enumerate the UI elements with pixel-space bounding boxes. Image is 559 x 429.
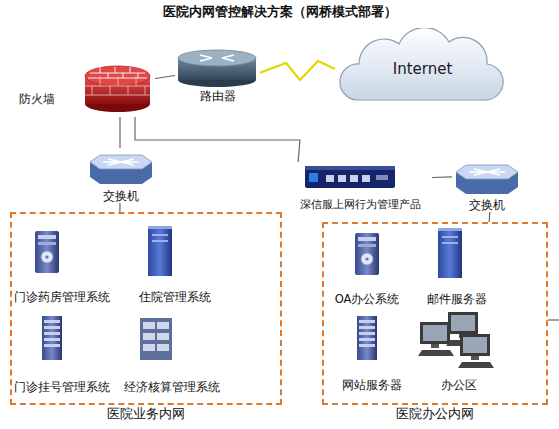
- server-node: OA办公系统: [327, 230, 407, 306]
- firewall-icon-part: [85, 66, 150, 86]
- behavior-management-device-part: [350, 175, 358, 182]
- node-label: 门诊药房管理系统: [10, 290, 114, 304]
- node-label: 办公区: [414, 378, 504, 392]
- diagram-title: 医院内网管控解决方案（网桥模式部署）: [0, 4, 559, 20]
- behavior-management-device-part: [376, 175, 388, 180]
- behavior-management-device-part: [338, 175, 346, 182]
- switch-icon-part: [456, 165, 518, 194]
- node-label: 邮件服务器: [422, 292, 492, 306]
- behavior-management-device: [305, 166, 395, 188]
- node-label: 交换机: [452, 198, 522, 212]
- firewall-icon-part: [85, 76, 150, 95]
- router-icon-part: [200, 55, 234, 61]
- node-label: 门诊挂号管理系统: [10, 380, 114, 394]
- server-node: 住院管理系统: [130, 224, 220, 304]
- server-node: 网站服务器: [337, 314, 407, 392]
- server-icon-part: [355, 233, 379, 275]
- switch-node: 交换机: [452, 158, 522, 212]
- outgoing-wire-part: [548, 319, 559, 320]
- network-link: [135, 117, 300, 162]
- behavior-management-device-part: [326, 175, 334, 182]
- router-icon: [178, 50, 256, 87]
- gateway-node: 深信服上网行为管理产品: [288, 162, 432, 212]
- rack-icon: [140, 318, 172, 360]
- behavior-management-device-part: [362, 175, 370, 182]
- behavior-management-device-part: [305, 166, 395, 188]
- network-link: [489, 212, 491, 222]
- network-link: [155, 76, 175, 79]
- switch-node: 交换机: [88, 148, 154, 203]
- rack-icon-part: [157, 344, 169, 351]
- router-icon-part: [178, 50, 256, 66]
- outgoing-wire: [548, 320, 559, 321]
- node-label: 交换机: [88, 189, 154, 203]
- node-label: 路由器: [175, 89, 260, 103]
- firewall-icon: [85, 66, 150, 112]
- firewall-node: 防火墙: [15, 62, 155, 117]
- server-icon-part: [357, 316, 377, 360]
- node-label: 深信服上网行为管理产品: [288, 198, 432, 212]
- rack-icon-part: [143, 333, 155, 340]
- node-label: 网站服务器: [337, 378, 407, 392]
- rack-icon-part: [140, 318, 172, 360]
- switch-icon-part: [90, 155, 152, 184]
- server-icon-part: [42, 316, 62, 360]
- switch-icon: [90, 155, 518, 194]
- rack-icon-part: [143, 344, 155, 351]
- node-label: 经济核算管理系统: [122, 380, 222, 394]
- router-node: 路由器: [175, 48, 260, 103]
- node-label: Internet: [335, 60, 510, 78]
- behavior-management-device-part: [309, 173, 318, 182]
- node-label: 住院管理系统: [130, 290, 220, 304]
- wireless-link: [260, 61, 335, 80]
- server-node: 邮件服务器: [422, 230, 492, 306]
- server-icon-part: [148, 226, 172, 276]
- server-icon-part: [35, 231, 59, 273]
- node-label: 医院业务内网: [12, 407, 280, 421]
- behavior-management-device-part: [305, 166, 395, 170]
- node-label: 防火墙: [19, 92, 55, 106]
- rack-icon-part: [157, 322, 169, 329]
- office-node: 办公区: [414, 307, 504, 392]
- server-node: 门诊挂号管理系统: [10, 314, 114, 394]
- network-link: [432, 176, 452, 178]
- office-pc-icon-part: [458, 334, 494, 368]
- server-icon-part: [438, 228, 462, 278]
- server-node: 门诊药房管理系统: [10, 226, 114, 304]
- office-pc-icon: [418, 312, 494, 368]
- network-link: [119, 203, 120, 212]
- node-label: 医院办公内网: [324, 407, 546, 421]
- node-label: OA办公系统: [327, 292, 407, 306]
- rack-icon-part: [157, 333, 169, 340]
- internet-cloud: Internet: [335, 28, 510, 110]
- firewall-icon-part: [88, 67, 147, 78]
- office-pc-icon-part: [418, 322, 454, 356]
- rack-icon-part: [143, 322, 155, 329]
- network-link: [119, 117, 120, 148]
- network-zone: 医院业务内网门诊药房管理系统住院管理系统门诊挂号管理系统经济核算管理系统: [10, 212, 282, 405]
- server-node: 经济核算管理系统: [122, 314, 222, 394]
- network-zone: 医院办公内网OA办公系统邮件服务器网站服务器办公区: [322, 222, 548, 405]
